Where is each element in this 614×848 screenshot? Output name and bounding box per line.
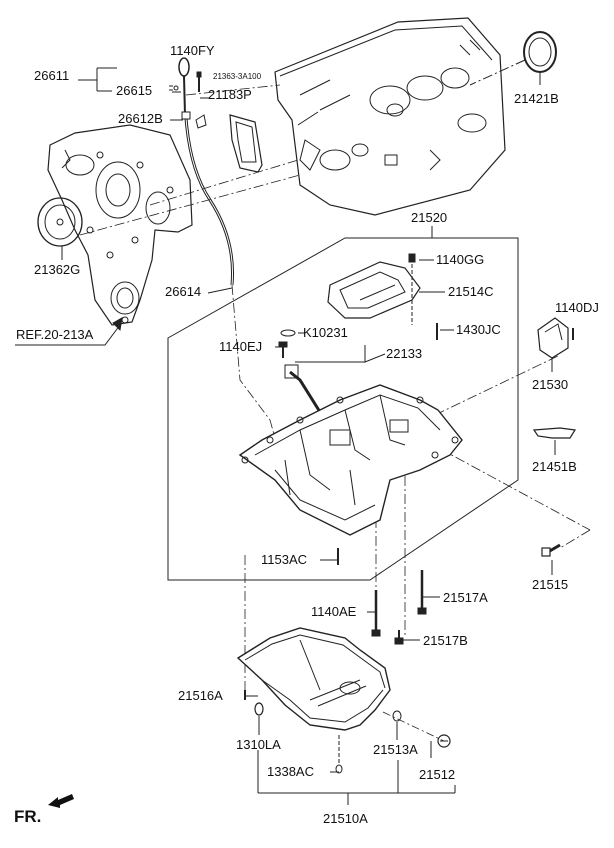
bracket <box>532 427 577 439</box>
label-1338ac: 1338AC <box>267 764 314 779</box>
oil-dipstick <box>169 57 190 116</box>
label-26612b: 26612B <box>118 111 163 126</box>
oil-level-sensor <box>537 317 569 359</box>
engine-block <box>274 17 506 216</box>
label-1140fy: 1140FY <box>170 43 215 58</box>
timing-chain-cover <box>47 124 193 326</box>
label-1140gg: 1140GG <box>436 252 485 267</box>
cam-position-cover <box>37 197 83 247</box>
label-21362g: 21362G <box>34 262 81 277</box>
oil-strainer <box>284 364 327 421</box>
label-1140dj: 1140DJ <box>555 300 599 315</box>
upper-oil-pan <box>238 384 463 536</box>
rear-oil-seal <box>523 31 557 73</box>
label-front: FR. <box>14 807 42 826</box>
label-21451b: 21451B <box>532 459 577 474</box>
label-21517a: 21517A <box>443 590 488 605</box>
label-21516a: 21516A <box>178 688 223 703</box>
label-1153ac: 1153AC <box>261 552 308 567</box>
front-direction-arrow <box>48 794 74 808</box>
label-1140ae: 1140AE <box>311 604 357 619</box>
label-1430jc: 1430JC <box>456 322 501 337</box>
label-21363-3a100: 21363-3A100 <box>213 72 262 81</box>
cover-gasket <box>229 114 263 173</box>
label-21183p: 21183P <box>208 87 252 102</box>
label-21530: 21530 <box>532 377 569 392</box>
label-21421b: 21421B <box>514 91 559 106</box>
reference-lines <box>79 84 591 690</box>
label-21520: 21520 <box>411 210 448 225</box>
dipstick-guide-tube <box>181 111 234 286</box>
label-21513a: 21513A <box>373 742 418 757</box>
label-1140ej: 1140EJ <box>219 339 263 354</box>
label-21517b: 21517B <box>423 633 468 648</box>
bolt-21515 <box>541 543 561 557</box>
assembly-frame <box>167 237 519 581</box>
label-ref: REF.20-213A <box>16 327 94 342</box>
o-ring <box>280 329 296 337</box>
label-26614: 26614 <box>165 284 202 299</box>
label-26611: 26611 <box>34 68 70 83</box>
label-26615: 26615 <box>116 83 153 98</box>
baffle-plate <box>327 261 421 319</box>
label-21512: 21512 <box>419 767 456 782</box>
label-21514c: 21514C <box>448 284 494 299</box>
drain-gasket <box>392 710 402 722</box>
label-21510a: 21510A <box>323 811 368 826</box>
lower-oil-pan <box>236 627 391 731</box>
label-21515: 21515 <box>532 577 569 592</box>
label-k10231: K10231 <box>303 325 348 340</box>
label-22133: 22133 <box>386 346 423 361</box>
label-1310la: 1310LA <box>236 737 281 752</box>
